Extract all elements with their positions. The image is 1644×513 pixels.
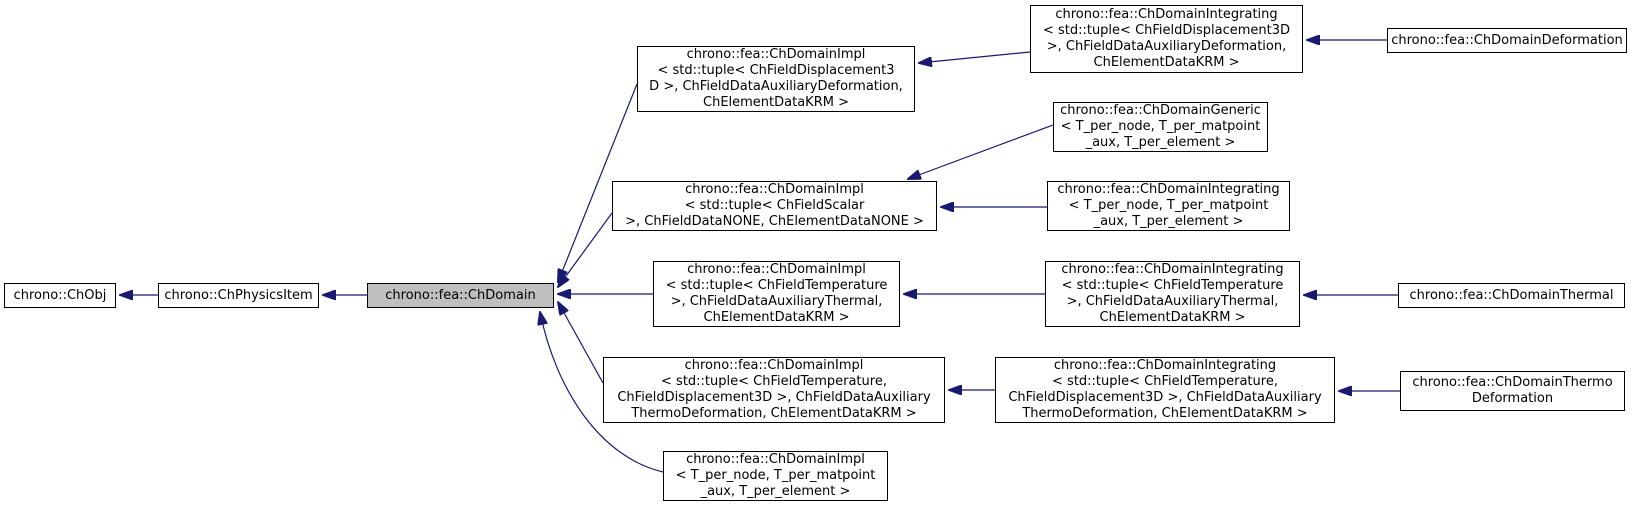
class-node-label: chrono::fea::ChDomainIntegrating < T_per… xyxy=(1057,182,1280,229)
edge-integ-disp-to-impl-disp xyxy=(919,51,1031,63)
class-node-label: chrono::fea::ChDomainImpl < std::tuple< … xyxy=(617,358,931,421)
class-node-chdomainthermodeformation[interactable]: chrono::fea::ChDomainThermo Deformation xyxy=(1400,371,1625,411)
class-node-chdomainintegrating-temperature[interactable]: chrono::fea::ChDomainIntegrating < std::… xyxy=(1045,261,1300,327)
class-node-chdomainimpl-thermodeformation[interactable]: chrono::fea::ChDomainImpl < std::tuple< … xyxy=(603,357,945,423)
class-node-label: chrono::fea::ChDomainIntegrating < std::… xyxy=(1008,358,1322,421)
class-node-chdomainimpl-tpernode[interactable]: chrono::fea::ChDomainImpl < T_per_node, … xyxy=(663,451,888,501)
class-node-chdomainimpl-scalar[interactable]: chrono::fea::ChDomainImpl < std::tuple< … xyxy=(612,181,937,231)
class-node-chdomaingeneric[interactable]: chrono::fea::ChDomainGeneric < T_per_nod… xyxy=(1053,102,1268,152)
class-node-chdomaindeformation[interactable]: chrono::fea::ChDomainDeformation xyxy=(1387,28,1627,53)
class-node-chdomainintegrating-displacement[interactable]: chrono::fea::ChDomainIntegrating < std::… xyxy=(1030,5,1303,73)
class-node-label: chrono::fea::ChDomainImpl < T_per_node, … xyxy=(675,452,876,499)
class-node-label: chrono::fea::ChDomainDeformation xyxy=(1391,32,1623,48)
class-node-label: chrono::fea::ChDomainImpl < std::tuple< … xyxy=(665,262,888,325)
edge-impl-scalar-to-chdomain xyxy=(558,212,613,287)
class-node-label: chrono::ChObj xyxy=(13,287,107,303)
class-node-chdomainimpl-temperature[interactable]: chrono::fea::ChDomainImpl < std::tuple< … xyxy=(653,261,900,327)
class-node-label: chrono::fea::ChDomain xyxy=(385,287,536,303)
class-node-label: chrono::fea::ChDomainImpl < std::tuple< … xyxy=(625,182,924,229)
class-node-chphysicsitem[interactable]: chrono::ChPhysicsItem xyxy=(158,283,319,308)
class-node-chdomainimpl-displacement[interactable]: chrono::fea::ChDomainImpl < std::tuple< … xyxy=(637,46,915,112)
edge-impl-tpn-to-chdomain xyxy=(540,312,664,473)
class-node-label: chrono::fea::ChDomainImpl < std::tuple< … xyxy=(649,47,903,110)
edge-generic-to-impl-scalar xyxy=(908,124,1054,179)
class-node-label: chrono::fea::ChDomainGeneric < T_per_nod… xyxy=(1060,103,1261,150)
class-node-chdomainintegrating-thermodeformation[interactable]: chrono::fea::ChDomainIntegrating < std::… xyxy=(995,357,1335,423)
edge-impl-thermo-to-chdomain xyxy=(558,302,604,384)
class-node-label: chrono::fea::ChDomainIntegrating < std::… xyxy=(1042,7,1291,70)
class-node-chdomain-current: chrono::fea::ChDomain xyxy=(367,283,554,308)
class-node-label: chrono::ChPhysicsItem xyxy=(164,287,313,303)
class-node-label: chrono::fea::ChDomainThermal xyxy=(1409,287,1614,303)
class-node-chdomainthermal[interactable]: chrono::fea::ChDomainThermal xyxy=(1398,283,1625,308)
class-node-chdomainintegrating-tpernode[interactable]: chrono::fea::ChDomainIntegrating < T_per… xyxy=(1047,181,1290,231)
class-node-chobj[interactable]: chrono::ChObj xyxy=(4,283,116,308)
class-node-label: chrono::fea::ChDomainThermo Deformation xyxy=(1412,375,1613,406)
edge-impl-disp-to-chdomain xyxy=(558,83,638,282)
class-node-label: chrono::fea::ChDomainIntegrating < std::… xyxy=(1061,262,1284,325)
